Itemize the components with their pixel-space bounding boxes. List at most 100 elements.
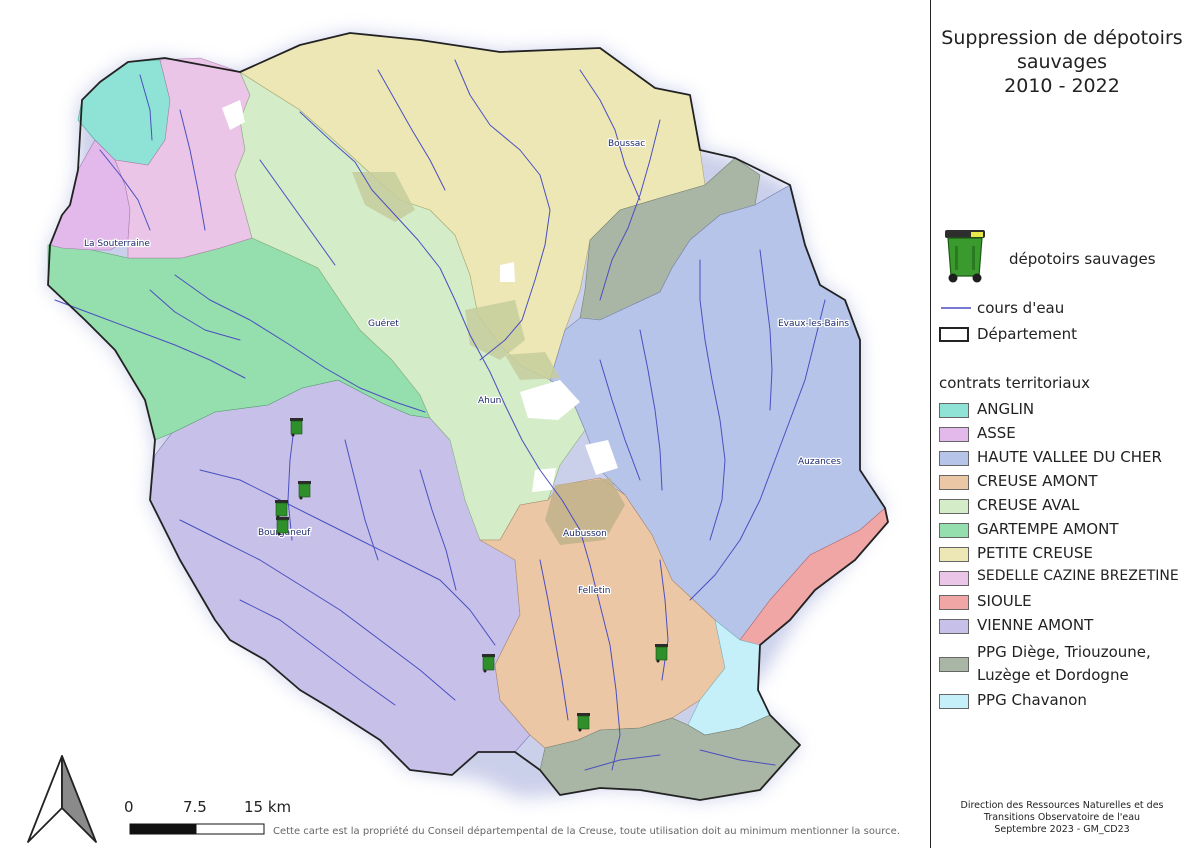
gap-3	[585, 440, 618, 475]
credits-line-2: Transitions Observatoire de l'eau	[983, 812, 1141, 823]
legend-label-vienne-amont: VIENNE AMONT	[977, 616, 1094, 634]
river	[699, 259, 726, 541]
place-label-la-souterraine: La Souterraine	[84, 239, 150, 249]
copyright-notice: Cette carte est la propriété du Conseil …	[273, 826, 900, 837]
place-label-halo: Boussac	[608, 139, 645, 149]
overlap-zone-3	[505, 352, 560, 380]
place-label-halo: Auzances	[798, 457, 841, 467]
legend-swatch-anglin	[939, 403, 969, 418]
river	[344, 439, 379, 561]
north-arrow-icon	[27, 755, 97, 843]
legend-label-creuse-amont: CREUSE AMONT	[977, 472, 1098, 490]
overlap-zone-1	[352, 172, 415, 222]
scale-label-15km: 15 km	[244, 798, 292, 816]
river	[579, 69, 641, 201]
river	[239, 599, 396, 706]
river	[174, 274, 426, 413]
river-line-icon	[941, 307, 971, 309]
legend-swatch-asse	[939, 427, 969, 442]
legend-label-sedelle-cazine-brezetine: SEDELLE CAZINE BREZETINE	[977, 568, 1179, 584]
river	[139, 74, 153, 141]
map-area: Boussac Boussac La Souterraine La Souter…	[27, 32, 900, 843]
place-label-gueret: Guéret	[368, 318, 399, 329]
river	[759, 249, 773, 411]
rivers	[54, 59, 826, 771]
river	[539, 559, 569, 721]
legend-label-creuse-aval: CREUSE AVAL	[977, 496, 1080, 514]
map-title: Suppression de dépotoirs sauvages 2010 -…	[931, 26, 1193, 98]
place-label-evaux-les-bains: Evaux-les-Bains	[778, 319, 849, 329]
river	[259, 159, 336, 266]
legend-label-ppg-chavanon: PPG Chavanon	[977, 691, 1087, 709]
gap-4	[532, 468, 556, 492]
legend-swatch-haute-vallee-du-cher	[939, 451, 969, 466]
scale-label-7-5: 7.5	[183, 798, 207, 816]
place-label-felletin: Felletin	[578, 586, 611, 596]
legend-label-petite-creuse: PETITE CREUSE	[977, 544, 1093, 562]
place-label-halo: La Souterraine	[84, 239, 150, 249]
trash-bin-icon[interactable]	[482, 654, 495, 673]
place-label-ahun: Ahun	[478, 396, 501, 406]
river	[599, 359, 641, 481]
legend-label-sioule: SIOULE	[977, 592, 1032, 610]
legend-label-asse: ASSE	[977, 424, 1016, 442]
overlap-zone-2	[465, 300, 525, 360]
gap-1	[222, 100, 245, 130]
scale-bar	[129, 823, 265, 835]
credits-line-1: Direction des Ressources Naturelles et d…	[960, 800, 1164, 811]
legend-label-haute-vallee-du-cher: HAUTE VALLEE DU CHER	[977, 448, 1162, 466]
river	[299, 111, 621, 771]
river	[699, 749, 776, 766]
place-label-boussac: Boussac	[608, 139, 645, 149]
legend-swatch-sedelle-cazine-brezetine	[939, 571, 969, 586]
place-label-auzances: Auzances	[798, 457, 841, 467]
river	[199, 469, 496, 646]
trash-bin-icon[interactable]	[275, 500, 288, 519]
legend-label-gartempe-amont: GARTEMPE AMONT	[977, 520, 1119, 538]
river	[54, 299, 246, 379]
credits-line-3: Septembre 2023 - GM_CD23	[994, 824, 1130, 835]
river	[454, 59, 551, 361]
legend-label-ppg-diege-line-2: Luzège et Dordogne	[977, 666, 1129, 684]
green-trash-bin-icon	[945, 230, 985, 283]
place-labels: Boussac Boussac La Souterraine La Souter…	[83, 138, 851, 598]
trash-bin-icon[interactable]	[577, 713, 590, 732]
river	[689, 299, 826, 601]
legend-river-label: cours d'eau	[977, 299, 1065, 317]
place-label-halo: Ahun	[478, 396, 501, 406]
trash-bin-icon[interactable]	[655, 644, 668, 663]
map-title-line-1: Suppression de dépotoirs	[941, 27, 1183, 49]
legend-swatch-creuse-amont	[939, 475, 969, 490]
trash-bin-icon[interactable]	[290, 418, 303, 437]
legend-dump-sites-label: dépotoirs sauvages	[1009, 250, 1156, 268]
legend-swatch-gartempe-amont	[939, 523, 969, 538]
overlap-zone-4	[545, 478, 625, 545]
river	[419, 469, 457, 591]
legend-panel: Suppression de dépotoirs sauvages 2010 -…	[930, 0, 1195, 848]
scale-label-0: 0	[124, 798, 134, 816]
department-outline	[47, 32, 889, 801]
river	[287, 419, 296, 541]
legend-classes-title: contrats territoriaux	[939, 374, 1090, 392]
river	[179, 519, 456, 701]
dump-site-markers	[275, 418, 668, 732]
map-canvas: Boussac Boussac La Souterraine La Souter…	[27, 32, 889, 843]
river	[599, 119, 661, 301]
place-label-aubusson: Aubusson	[563, 529, 607, 539]
legend-department-label: Département	[977, 325, 1077, 343]
trash-bin-icon[interactable]	[276, 517, 289, 536]
legend-swatch-petite-creuse	[939, 547, 969, 562]
river	[639, 329, 663, 491]
credits: Direction des Ressources Naturelles et d…	[931, 800, 1193, 836]
legend-label-ppg-diege-line-1: PPG Diège, Triouzoune,	[977, 643, 1151, 661]
place-label-halo: Aubusson	[563, 529, 607, 539]
place-label-halo: Felletin	[578, 586, 611, 596]
legend-swatch-ppg-chavanon	[939, 694, 969, 709]
map-title-line-2: sauvages	[1016, 51, 1108, 73]
gap-5	[500, 262, 515, 282]
legend-swatch-ppg-diege	[939, 657, 969, 672]
river	[179, 109, 206, 231]
place-label-halo: Evaux-les-Bains	[778, 319, 849, 329]
trash-bin-icon[interactable]	[298, 481, 311, 500]
